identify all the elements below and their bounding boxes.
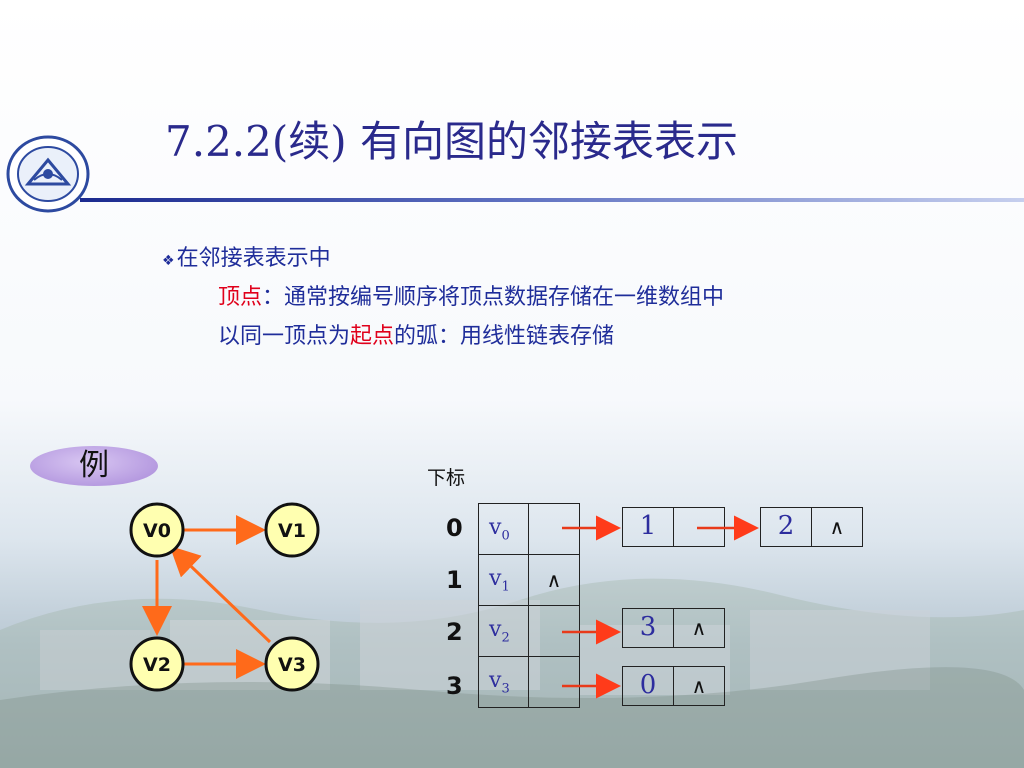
adjvex-cell: 1: [623, 508, 674, 546]
arc-storage-prefix: 以同一顶点为: [218, 324, 351, 349]
first-arc-pointer-cell: [528, 605, 580, 657]
bullet-text: 在邻接表表示中: [176, 246, 331, 271]
arc-storage-suffix: 的弧：用线性链表存储: [394, 324, 615, 349]
next-arc-cell: ∧: [829, 515, 845, 539]
next-arc-cell: [674, 508, 724, 546]
directed-graph: V0 V1 V2 V3: [129, 502, 320, 692]
slide-title: 7.2.2(续) 有向图的邻接表表示: [165, 117, 738, 166]
bullet-heading: ❖在邻接表表示中: [162, 240, 331, 272]
adjvex-cell: 0: [623, 667, 674, 705]
vertex-storage-text: ：通常按编号顺序将顶点数据存储在一维数组中: [262, 285, 725, 310]
next-arc-cell: ∧: [691, 674, 707, 698]
vertex-row: v0: [478, 503, 580, 555]
graph-node-label: V1: [278, 520, 306, 542]
vertex-array-table: v0 v1 ∧ v2 v3: [478, 503, 580, 708]
example-badge: 例: [30, 446, 158, 486]
vertex-row: v3: [478, 656, 580, 708]
arc-v3-v0: [169, 545, 272, 644]
arc-storage-line: 以同一顶点为起点的弧：用线性链表存储: [218, 318, 614, 350]
vertex-row: v2: [478, 605, 580, 657]
arc-node: 2 ∧: [760, 507, 863, 547]
graph-node-label: V3: [278, 654, 306, 676]
index-column-header: 下标: [427, 467, 466, 489]
graph-node-v3: V3: [264, 636, 320, 692]
vertex-data-cell: v3: [478, 656, 529, 708]
diamond-bullet-icon: ❖: [162, 253, 175, 269]
adjvex-cell: 3: [623, 609, 674, 647]
arc-node: 3 ∧: [622, 608, 725, 648]
vertex-highlight: 顶点: [218, 285, 263, 310]
graph-node-label: V0: [143, 520, 171, 542]
vertex-data-cell: v1: [478, 554, 529, 606]
graph-node-v2: V2: [129, 636, 185, 692]
arc-node: 1: [622, 507, 725, 547]
first-arc-pointer-cell: [528, 656, 580, 708]
start-point-highlight: 起点: [350, 324, 395, 349]
graph-node-label: V2: [143, 654, 171, 676]
graph-node-v0: V0: [129, 502, 185, 558]
arc-node: 0 ∧: [622, 666, 725, 706]
row-index: 1: [446, 566, 463, 594]
first-arc-pointer-cell: [528, 503, 580, 555]
row-index: 3: [446, 672, 463, 700]
graph-node-v1: V1: [264, 502, 320, 558]
adjvex-cell: 2: [761, 508, 812, 546]
first-arc-pointer-cell: ∧: [528, 554, 580, 606]
title-underline: [80, 198, 1024, 202]
next-arc-cell: ∧: [691, 616, 707, 640]
vertex-data-cell: v0: [478, 503, 529, 555]
vertex-row: v1 ∧: [478, 554, 580, 606]
university-logo-icon: [6, 135, 90, 213]
vertex-storage-line: 顶点：通常按编号顺序将顶点数据存储在一维数组中: [218, 279, 724, 311]
row-index: 0: [446, 514, 463, 542]
row-index: 2: [446, 618, 463, 646]
vertex-data-cell: v2: [478, 605, 529, 657]
